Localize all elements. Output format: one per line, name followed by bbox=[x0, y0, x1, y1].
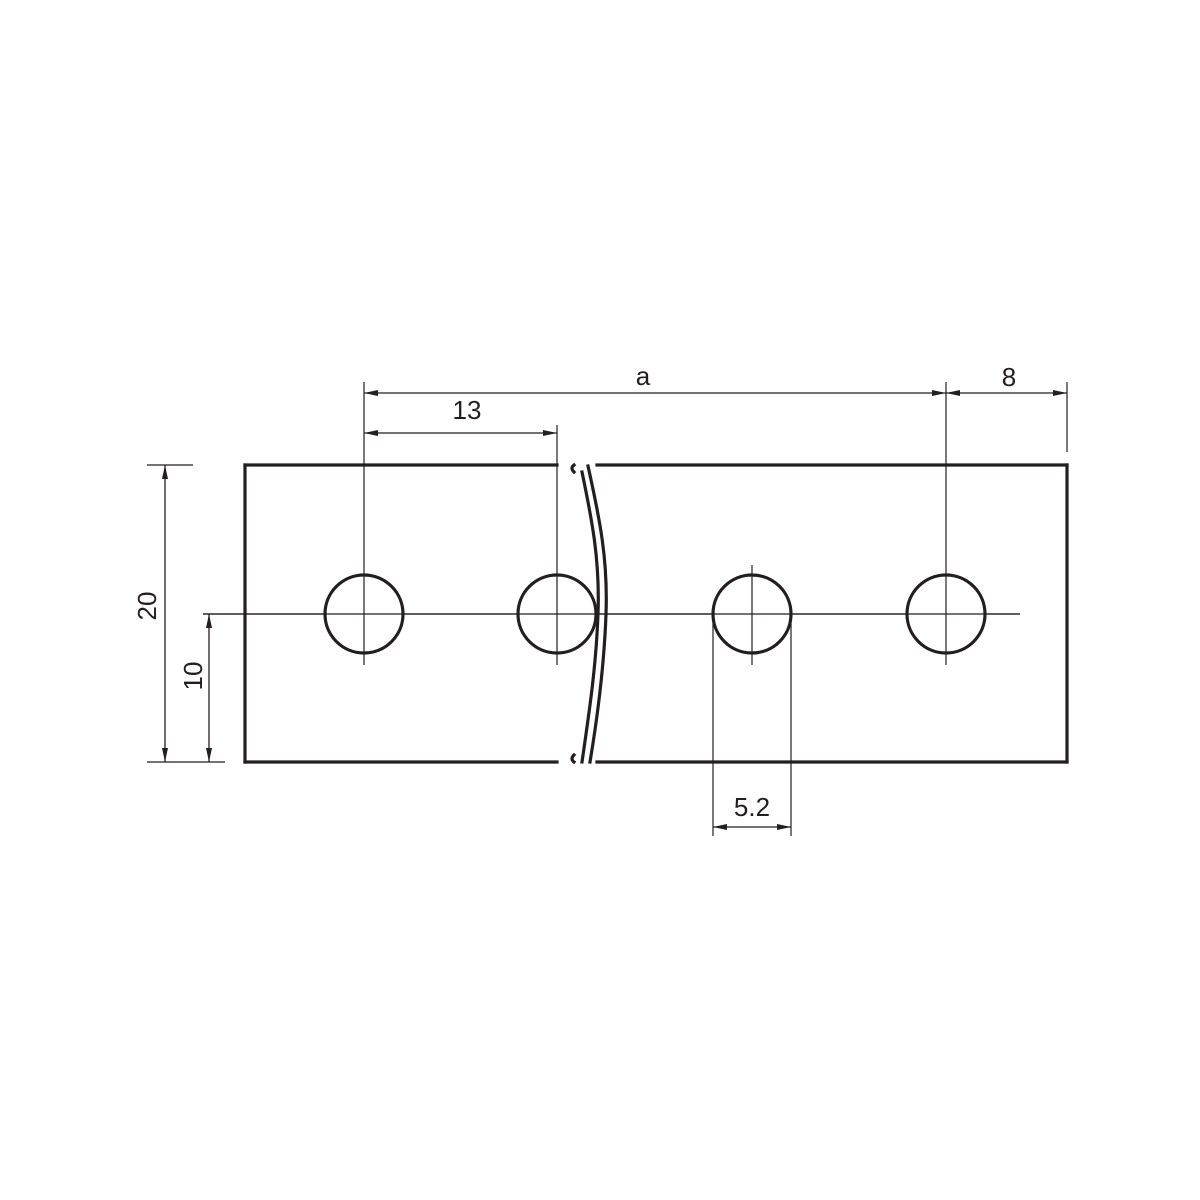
hole-axis-lines bbox=[363, 382, 1068, 665]
dimension-a-label: a bbox=[636, 361, 651, 391]
dimension-width-label: 20 bbox=[132, 592, 162, 621]
dimension-hole-axis-height: 10 bbox=[178, 614, 212, 762]
dimension-width: 20 bbox=[132, 464, 225, 763]
flat-bar-outline bbox=[243, 463, 1069, 764]
dimension-hole-pitch-label: 13 bbox=[453, 395, 482, 425]
dimension-hole-axis-height-label: 10 bbox=[178, 662, 208, 691]
dimension-hole-pitch: 13 bbox=[364, 395, 557, 436]
dimension-hole-diameter: 5.2 bbox=[712, 614, 792, 836]
dimension-edge-distance: 8 bbox=[946, 362, 1067, 396]
dimension-a: a bbox=[364, 361, 946, 396]
dimension-hole-diameter-label: 5.2 bbox=[734, 792, 770, 822]
dimension-edge-distance-label: 8 bbox=[1002, 362, 1016, 392]
